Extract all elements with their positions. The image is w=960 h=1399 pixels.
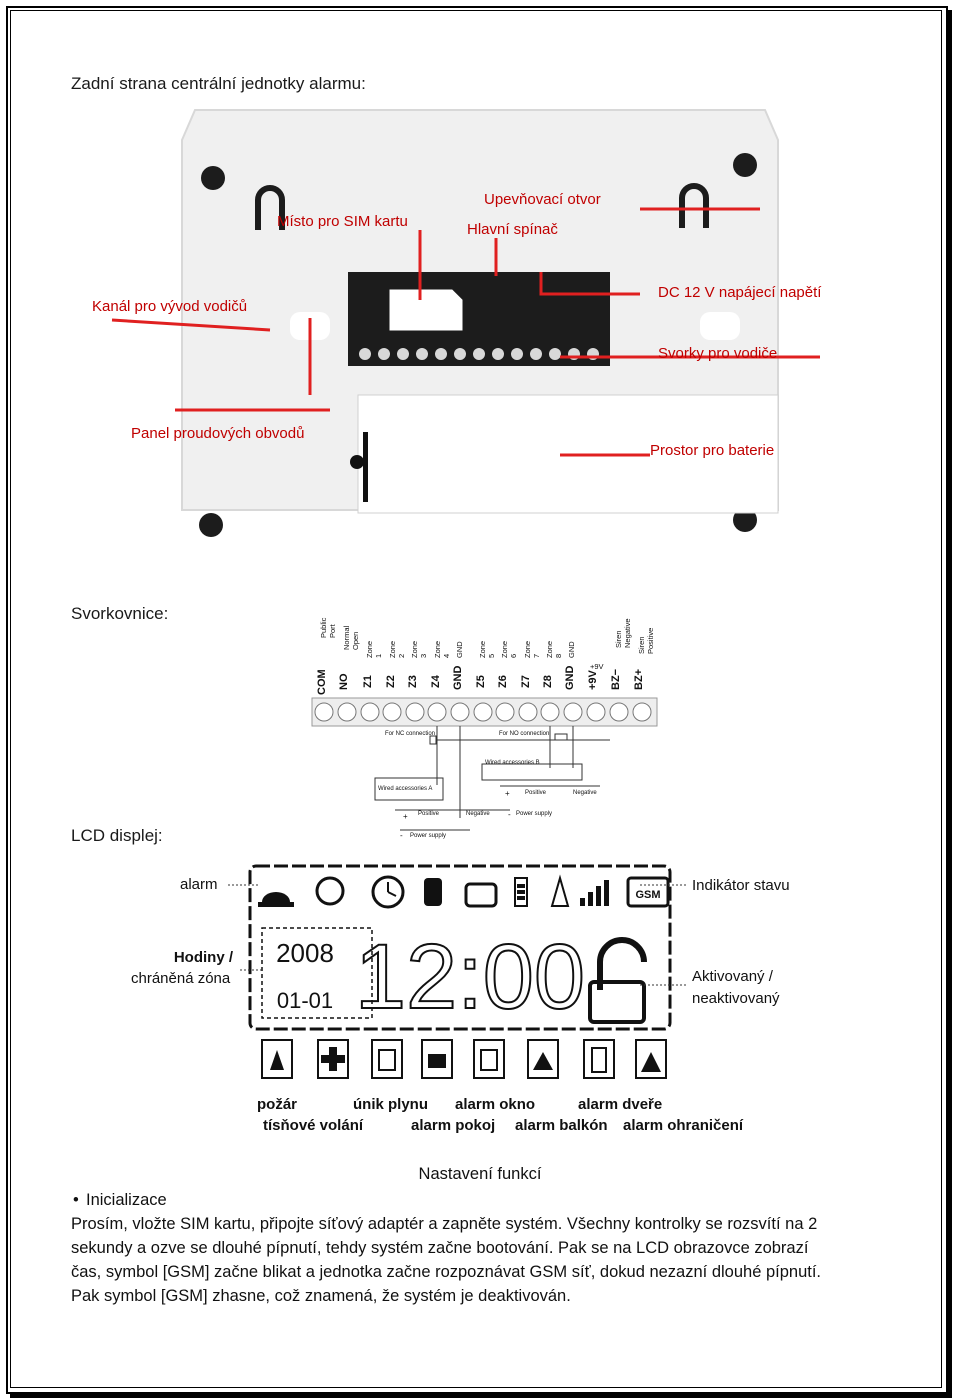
label-minus-b: - xyxy=(508,810,511,819)
gsm-icon xyxy=(626,876,670,908)
zone-label-emergency: tísňové volání xyxy=(263,1117,364,1134)
back-panel-diagram xyxy=(111,109,820,537)
label-mount-hole: Upevňovací otvor xyxy=(484,191,601,208)
screw-hole-bottom-left xyxy=(199,513,223,537)
label-positive-a: Positive xyxy=(418,811,440,817)
body-line-3: čas, symbol [GSM] začne blikat a jednotk… xyxy=(71,1263,822,1281)
gsm-text: GSM xyxy=(635,889,660,901)
label-armed-2: neaktivovaný xyxy=(692,990,780,1007)
init-heading: Inicializace xyxy=(86,1191,167,1209)
alarm-bell-icon xyxy=(262,892,290,902)
terminal-strip xyxy=(311,697,658,831)
zone-label-gas: únik plynu xyxy=(353,1096,428,1113)
antenna-icon xyxy=(550,874,570,907)
screw-hole-top-left xyxy=(201,166,225,190)
label-minus-a: - xyxy=(400,831,403,840)
label-plus-b: + xyxy=(505,789,510,798)
zone-icon-glyphs xyxy=(270,1047,661,1073)
label-battery: Prostor pro baterie xyxy=(650,442,775,459)
lock-body-icon xyxy=(588,980,646,1024)
label-main-switch: Hlavní spínač xyxy=(467,221,558,238)
init-bullet: • xyxy=(73,1191,79,1209)
wires xyxy=(374,726,610,831)
zone-label-window: alarm okno xyxy=(455,1096,536,1113)
terminal-name: +9V xyxy=(590,662,604,671)
label-positive-b: Positive xyxy=(525,790,547,796)
voice-icon xyxy=(315,876,345,906)
label-nc-connection: For NC connection xyxy=(385,731,436,737)
label-wired-a: Wired accessories A xyxy=(378,786,433,792)
zone-label-door: alarm dveře xyxy=(578,1096,663,1113)
heading-back-side: Zadní strana centrální jednotky alarmu: xyxy=(71,74,366,93)
cable-notch-right xyxy=(700,312,740,340)
signal-bar-2 xyxy=(588,892,593,906)
signal-bar-1 xyxy=(580,898,585,906)
alarm-bell-base xyxy=(258,902,294,907)
lcd-diagram: GSM 2008 01-01 12:00 xyxy=(228,864,688,1079)
label-negative-b: Negative xyxy=(573,790,597,796)
keyhole-right xyxy=(679,183,709,228)
battery-icon xyxy=(514,877,528,907)
label-status-indicator: Indikátor stavu xyxy=(692,877,790,894)
label-power-supply-a: Power supply xyxy=(410,833,447,839)
pointer-lines xyxy=(111,207,820,457)
label-no-connection: For NO connection xyxy=(499,731,550,737)
page-inner-border xyxy=(10,10,942,1388)
label-armed-1: Aktivovaný / xyxy=(692,968,773,985)
intruder-icon xyxy=(424,878,442,906)
label-plus-a: + xyxy=(403,812,408,821)
battery-clip xyxy=(363,432,368,502)
lcd-pointers xyxy=(228,884,688,986)
terminal-screws xyxy=(359,348,599,360)
time-display: 12:00 xyxy=(355,926,585,1028)
status-icon-row xyxy=(258,874,670,909)
heading-terminal-block: Svorkovnice: xyxy=(71,604,169,623)
body-line-4: Pak symbol [GSM] zhasne, což znamená, že… xyxy=(71,1287,571,1305)
screw-hole-bottom-right xyxy=(733,508,757,532)
body-line-1: Prosím, vložte SIM kartu, připojte síťov… xyxy=(71,1215,818,1233)
label-clock-zone-2: chráněná zóna xyxy=(131,970,231,987)
label-clock-zone-1: Hodiny / xyxy=(173,949,233,966)
label-power-supply-b: Power supply xyxy=(516,811,553,817)
label-lcd-alarm: alarm xyxy=(180,876,218,893)
label-wired-b: Wired accessories B xyxy=(485,760,540,766)
body-line-2: sekundy a ozve se dlouhé pípnutí, tehdy … xyxy=(71,1239,809,1257)
lcd-frame xyxy=(248,864,672,1031)
label-cable-channel: Kanál pro vývod vodičů xyxy=(92,298,248,315)
sim-slot xyxy=(389,289,463,331)
heading-lcd: LCD displej: xyxy=(71,826,163,845)
signal-bar-4 xyxy=(604,880,609,906)
page-border xyxy=(6,6,948,1394)
phone-icon xyxy=(464,882,498,908)
year-display: 2008 xyxy=(276,938,334,968)
strip-screws xyxy=(314,702,652,722)
zone-icon-row xyxy=(261,1039,667,1079)
label-negative-a: Negative xyxy=(466,811,490,817)
zone-label-perimeter: alarm ohraničení xyxy=(623,1117,744,1134)
zone-label-room: alarm pokoj xyxy=(411,1117,496,1134)
label-circuit-board: Panel proudových obvodů xyxy=(131,425,305,442)
clock-zone-box xyxy=(261,927,373,1019)
battery-knob xyxy=(350,455,364,469)
room-zone-icon xyxy=(473,1039,505,1079)
keyhole-left xyxy=(255,185,285,230)
date-display: 01-01 xyxy=(277,988,333,1013)
zone-label-fire: požár xyxy=(257,1096,298,1113)
label-sim-slot: Místo pro SIM kartu xyxy=(277,213,408,230)
clock-icon xyxy=(371,875,405,909)
window-zone-icon xyxy=(371,1039,403,1079)
terminal-labels: COM NO Z1 Z2 Z3 Z4 GND Z5 Z6 Z7 Z8 GND +… xyxy=(300,600,660,850)
screw-hole-top-right xyxy=(733,153,757,177)
lock-shackle-icon xyxy=(597,937,647,990)
signal-bar-3 xyxy=(596,886,601,906)
zone-label-balcony: alarm balkón xyxy=(515,1117,608,1134)
label-wire-terminals: Svorky pro vodiče xyxy=(658,345,778,362)
label-dc-power: DC 12 V napájecí napětí xyxy=(658,284,822,301)
settings-title: Nastavení funkcí xyxy=(418,1165,542,1183)
